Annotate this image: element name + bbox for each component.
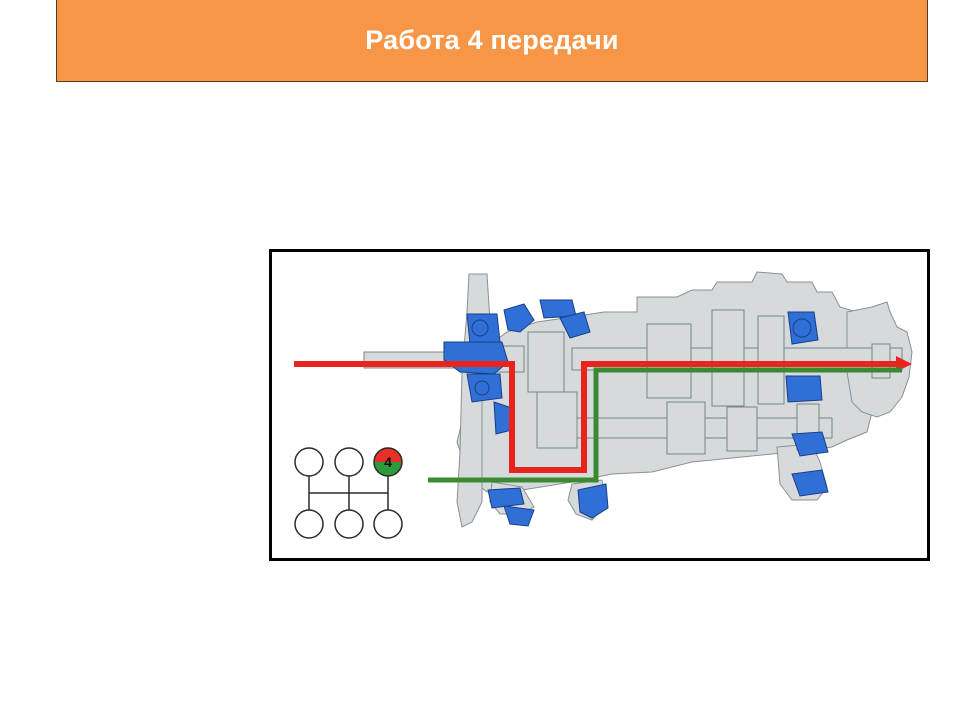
gear-position-reverse: [373, 509, 403, 539]
engaged-gear-label: 4: [384, 454, 392, 470]
slide-title: Работа 4 передачи: [365, 25, 619, 55]
gearbox-gears: [527, 309, 820, 455]
gear-shift-pattern: 4: [294, 447, 403, 539]
gear-position-3: [334, 447, 364, 477]
gear-position-4-alt: [334, 509, 364, 539]
gear-position-4-engaged: 4: [373, 447, 403, 477]
power-flow-output: [428, 367, 902, 483]
gear-position-2: [294, 509, 324, 539]
gearbox-diagram: 4: [294, 271, 913, 539]
title-bar: Работа 4 передачи: [56, 0, 928, 82]
gearbox-diagram-frame: 4: [269, 249, 930, 561]
gear-position-1: [294, 447, 324, 477]
